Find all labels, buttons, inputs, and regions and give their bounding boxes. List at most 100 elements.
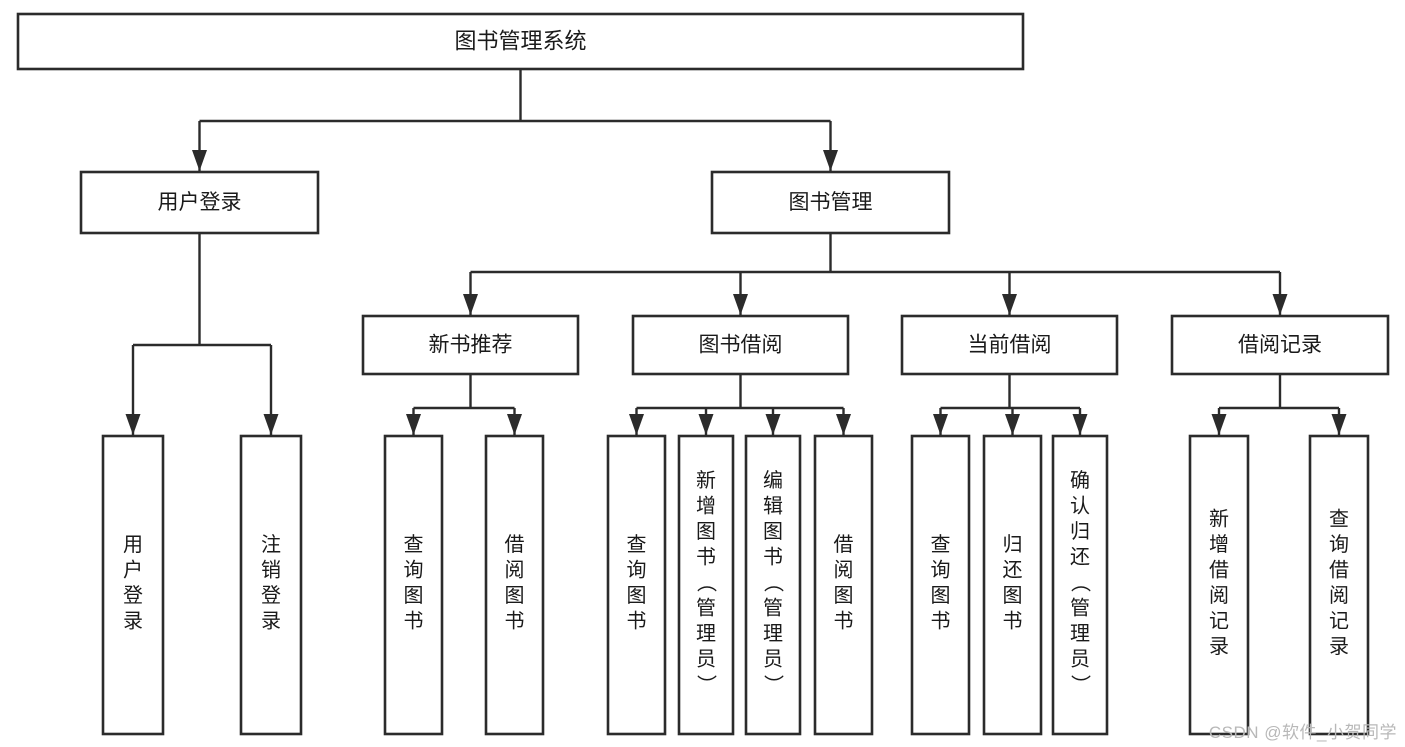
- leaf-label-char: 图: [505, 585, 525, 607]
- node-box: [1308, 434, 1370, 736]
- node-current-borrow[interactable]: 当前借阅: [900, 314, 1119, 376]
- leaf-label-char: 员: [1070, 649, 1090, 671]
- node-box: [710, 170, 951, 235]
- node-root[interactable]: 图书管理系统: [16, 12, 1025, 71]
- leaf-label-char: 录: [1329, 636, 1349, 658]
- leaf-label-char: 询: [404, 558, 424, 581]
- arrow-head-icon: [463, 294, 478, 315]
- leaf-label-char: 理: [1070, 623, 1090, 645]
- leaf-label-char: 理: [696, 623, 716, 645]
- leaf-label-char: 员: [763, 649, 783, 671]
- arrow-head-icon: [1211, 414, 1227, 435]
- arrow-head-icon: [836, 414, 851, 435]
- arrow-head-icon: [1002, 294, 1017, 315]
- leaf-label-char: 阅: [505, 558, 525, 581]
- leaf-label-char: 图: [931, 585, 951, 607]
- leaf-label-char: 认: [1070, 495, 1090, 518]
- node-box: [631, 314, 850, 376]
- leaf-label-char: 还: [1003, 558, 1023, 581]
- leaf-label-char: 注: [261, 533, 281, 556]
- node-box: [982, 434, 1043, 736]
- node-box: [677, 434, 735, 736]
- leaf-label-char: 询: [1329, 533, 1349, 556]
- leaf-label-char: ）: [761, 674, 784, 694]
- leaf-label-char: ）: [694, 674, 717, 694]
- leaf-label-char: 书: [834, 609, 854, 632]
- leaf-label-char: 录: [123, 610, 143, 632]
- leaf-label-char: 阅: [1209, 584, 1229, 607]
- arrow-head-icon: [125, 414, 141, 435]
- leaf-label-char: 编: [763, 469, 783, 492]
- leaf-label-char: 记: [1209, 609, 1229, 632]
- leaf-label-char: 询: [627, 558, 647, 581]
- leaf-label-char: 阅: [834, 558, 854, 581]
- leaf-label-char: 借: [1329, 558, 1349, 581]
- node-user-login[interactable]: 用户登录: [79, 170, 320, 235]
- arrow-head-icon: [823, 150, 838, 171]
- node-box: [606, 434, 667, 736]
- leaf-label-char: 书: [763, 546, 783, 569]
- leaf-label-char: 员: [696, 649, 716, 671]
- arrow-head-icon: [765, 414, 781, 435]
- leaf-label-char: 户: [123, 558, 143, 581]
- leaf-label-char: 书: [404, 609, 424, 632]
- leaf-label-char: 书: [1003, 609, 1023, 632]
- arrow-head-icon: [629, 414, 644, 435]
- leaf-label-char: 询: [931, 558, 951, 581]
- arrow-head-icon: [1331, 414, 1347, 435]
- node-label: 图书管理: [789, 191, 873, 214]
- leaf-label-char: 借: [834, 533, 854, 556]
- arrow-head-icon: [1272, 294, 1288, 315]
- leaf-label-char: 录: [1209, 636, 1229, 658]
- node-box: [16, 12, 1025, 71]
- leaf-label-char: 增: [1209, 533, 1229, 556]
- node-book-borrow[interactable]: 图书借阅: [631, 314, 850, 376]
- node-new-book-rec[interactable]: 新书推荐: [361, 314, 580, 376]
- leaf-label-char: 图: [1003, 585, 1023, 607]
- arrow-head-icon: [406, 414, 421, 435]
- arrow-head-icon: [933, 414, 948, 435]
- node-leaf-user-login[interactable]: 用户登录: [101, 434, 165, 736]
- leaf-label-char: 录: [261, 610, 281, 632]
- leaf-label-char: 书: [627, 609, 647, 632]
- leaf-label-char: 管: [763, 597, 783, 620]
- leaf-label-char: 书: [696, 546, 716, 569]
- leaf-label-char: 管: [696, 597, 716, 620]
- leaf-label-char: 图: [404, 585, 424, 607]
- leaf-label-char: 记: [1329, 609, 1349, 632]
- leaf-label-char: 查: [1329, 507, 1349, 530]
- leaf-label-char: 辑: [763, 495, 783, 518]
- leaf-label-char: 理: [763, 623, 783, 645]
- node-label: 用户登录: [158, 191, 242, 214]
- node-borrow-record[interactable]: 借阅记录: [1170, 314, 1390, 376]
- leaf-label-char: 管: [1070, 597, 1090, 620]
- node-box: [383, 434, 444, 736]
- leaf-label-char: 确: [1070, 469, 1090, 492]
- node-book-manage[interactable]: 图书管理: [710, 170, 951, 235]
- leaf-label-char: 销: [261, 558, 281, 581]
- arrow-head-icon: [1005, 414, 1020, 435]
- leaf-label-char: 新: [696, 469, 716, 492]
- node-box: [744, 434, 802, 736]
- leaf-label-char: 查: [931, 533, 951, 556]
- connector-layer: [125, 69, 1347, 435]
- leaf-label-char: 图: [627, 585, 647, 607]
- node-box: [910, 434, 971, 736]
- leaf-label-char: 借: [1209, 558, 1229, 581]
- arrow-head-icon: [1072, 414, 1088, 435]
- node-label: 新书推荐: [429, 334, 513, 357]
